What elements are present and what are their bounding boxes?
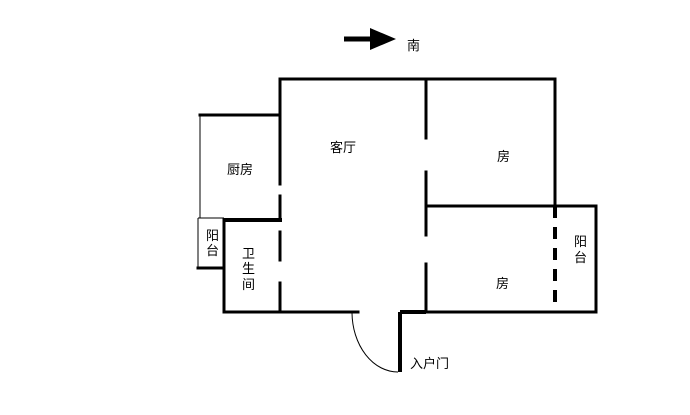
svg-text:台: 台 — [574, 251, 587, 266]
room-label-bedroom-top: 房 — [497, 149, 510, 165]
room-label-living: 客厅 — [330, 140, 356, 156]
svg-text:生: 生 — [242, 262, 255, 277]
svg-text:间: 间 — [242, 278, 255, 293]
svg-text:阳: 阳 — [574, 235, 587, 250]
compass-label: 南 — [407, 38, 420, 54]
entrance-label: 入户门 — [410, 356, 449, 372]
room-label-balcony-right: 阳 台 — [574, 235, 587, 266]
walls — [196, 77, 598, 372]
svg-text:卫: 卫 — [242, 247, 255, 262]
room-label-bedroom-bottom: 房 — [496, 276, 509, 292]
room-label-bathroom: 卫 生 间 — [242, 247, 255, 293]
svg-text:阳: 阳 — [206, 229, 219, 244]
room-label-balcony-left: 阳 台 — [206, 229, 219, 259]
compass-arrow-icon — [344, 28, 396, 50]
room-label-kitchen: 厨房 — [227, 162, 253, 178]
svg-text:台: 台 — [206, 244, 219, 259]
entrance-door — [351, 311, 399, 373]
